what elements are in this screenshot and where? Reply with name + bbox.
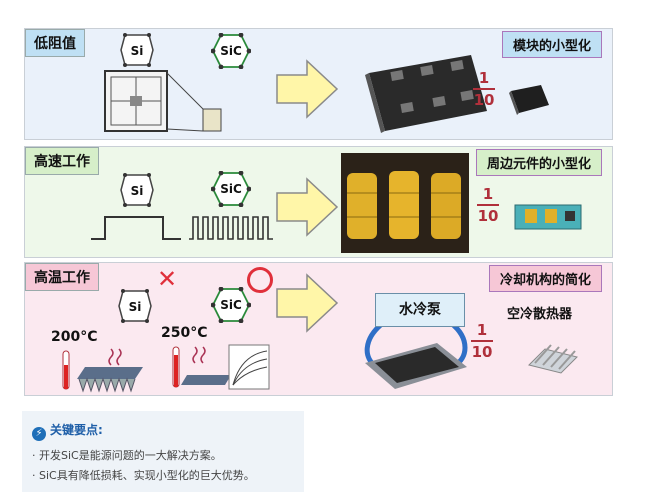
si-heatsink-graphic bbox=[62, 348, 143, 393]
panel-low-resistance: 低阻值 模块的小型化 Si SiC 1 bbox=[24, 28, 613, 140]
panel-high-speed: 高速工作 周边元件的小型化 Si SiC 1 10 bbox=[24, 146, 613, 258]
key-point-item: · 开发SiC是能源问题的一大解决方案。 bbox=[32, 449, 222, 462]
si-hexagon: Si bbox=[120, 33, 154, 67]
sic-label: SiC bbox=[220, 182, 242, 196]
ratio-denominator: 10 bbox=[471, 343, 493, 361]
panel-title: 模块的小型化 bbox=[501, 31, 602, 58]
sic-hexagon: SiC bbox=[211, 33, 251, 69]
size-ratio: 1 10 bbox=[477, 185, 499, 225]
si-hexagon: Si bbox=[118, 289, 152, 323]
improvement-arrow bbox=[276, 273, 339, 333]
lightning-icon: ⚡ bbox=[32, 427, 46, 441]
panel-tag: 高速工作 bbox=[25, 147, 99, 175]
key-point-item: · SiC具有降低损耗、实现小型化的巨大优势。 bbox=[32, 469, 255, 482]
power-module-image bbox=[365, 55, 487, 133]
chip-comparison-graphic bbox=[104, 70, 222, 132]
ratio-numerator: 1 bbox=[476, 321, 488, 339]
water-cooled-unit-image bbox=[364, 321, 468, 389]
ratio-numerator: 1 bbox=[482, 185, 494, 203]
key-points-title: 关键要点: bbox=[50, 423, 103, 437]
panel-tag: 低阻值 bbox=[25, 29, 85, 57]
small-module-image bbox=[509, 85, 549, 115]
sic-label: SiC bbox=[220, 298, 242, 312]
key-points-box: ⚡ 关键要点: · 开发SiC是能源问题的一大解决方案。 · SiC具有降低损耗、… bbox=[22, 411, 304, 492]
panel-tag: 高温工作 bbox=[25, 263, 99, 291]
sic-temperature: 250°C bbox=[161, 325, 208, 341]
panel-high-temperature: 高温工作 冷却机构的简化 ✕ Si SiC 200°C 250°C bbox=[24, 262, 613, 396]
sic-hexagon: SiC bbox=[211, 287, 251, 323]
panel-title: 冷却机构的简化 bbox=[488, 265, 602, 292]
sic-switching-waveform bbox=[189, 216, 273, 240]
cross-mark-icon: ✕ bbox=[157, 265, 178, 293]
si-switching-waveform bbox=[91, 216, 181, 240]
size-ratio: 1 10 bbox=[473, 69, 495, 109]
si-label: Si bbox=[131, 44, 144, 58]
inductor-components-image bbox=[341, 153, 469, 253]
key-points-header: ⚡ 关键要点: bbox=[32, 421, 103, 441]
si-label: Si bbox=[129, 300, 142, 314]
si-label: Si bbox=[131, 184, 144, 198]
ratio-numerator: 1 bbox=[478, 69, 490, 87]
sic-hexagon: SiC bbox=[211, 171, 251, 207]
air-cooler-label: 空冷散热器 bbox=[507, 307, 573, 322]
water-pump-box: 水冷泵 bbox=[375, 293, 465, 327]
improvement-arrow bbox=[276, 177, 339, 237]
si-temperature: 200°C bbox=[51, 329, 98, 345]
ratio-denominator: 10 bbox=[477, 207, 499, 225]
si-hexagon: Si bbox=[120, 173, 154, 207]
ratio-denominator: 10 bbox=[473, 91, 495, 109]
air-cooler-image bbox=[528, 344, 578, 374]
small-component-image bbox=[514, 204, 582, 230]
size-ratio: 1 10 bbox=[471, 321, 493, 361]
improvement-arrow bbox=[276, 59, 339, 119]
sic-label: SiC bbox=[220, 44, 242, 58]
panel-title: 周边元件的小型化 bbox=[475, 149, 602, 176]
sic-heatsink-graphic bbox=[172, 344, 270, 390]
circle-mark-icon bbox=[247, 267, 273, 293]
